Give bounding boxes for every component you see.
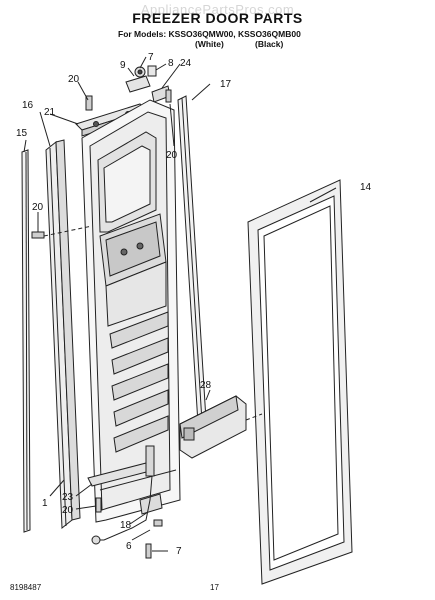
models-line: For Models: KSSO36QMW00, KSSO36QMB00 (118, 29, 301, 39)
part-28-bin (179, 395, 247, 459)
variant-black: (Black) (255, 39, 284, 49)
callout-23: 23 (62, 492, 74, 503)
part-15-strip (21, 149, 31, 533)
callout-14: 14 (360, 182, 372, 193)
callout-24: 24 (180, 58, 192, 69)
callout-20: 20 (166, 150, 178, 161)
callout-8: 8 (168, 58, 174, 69)
callout-17: 17 (220, 79, 232, 90)
callout-28: 28 (200, 380, 212, 391)
alignment-lines (43, 225, 263, 421)
callout-15: 15 (16, 128, 28, 139)
callout-6: 6 (126, 541, 132, 552)
screw-icon (31, 89, 172, 559)
part-16-trim (45, 139, 81, 530)
callout-20: 20 (62, 505, 74, 516)
part-18-hinge (91, 445, 163, 545)
callout-18: 18 (120, 520, 132, 531)
callout-21: 21 (44, 107, 56, 118)
variant-white: (White) (195, 39, 224, 49)
callout-16: 16 (22, 100, 34, 111)
footer-code: 8198487 (10, 583, 42, 592)
part-9-hinge (125, 66, 151, 93)
callout-7: 7 (176, 546, 182, 557)
callout-9: 9 (120, 60, 126, 71)
part-17-strip (177, 95, 207, 425)
callout-7: 7 (148, 52, 154, 63)
diagram-title: FREEZER DOOR PARTS (132, 10, 303, 26)
callout-20: 20 (32, 202, 44, 213)
callout-labels: 7 9 8 24 20 17 16 21 20 15 20 14 28 1 23… (16, 52, 372, 557)
part-8-bushing (147, 65, 157, 77)
page-number: 17 (210, 583, 219, 592)
part-14-gasket (247, 179, 353, 585)
watermark: AppliancePartsPros.com (140, 2, 295, 17)
door-liner (81, 99, 181, 523)
callout-20: 20 (68, 74, 80, 85)
leader-lines (23, 56, 337, 552)
callout-1: 1 (42, 498, 48, 509)
